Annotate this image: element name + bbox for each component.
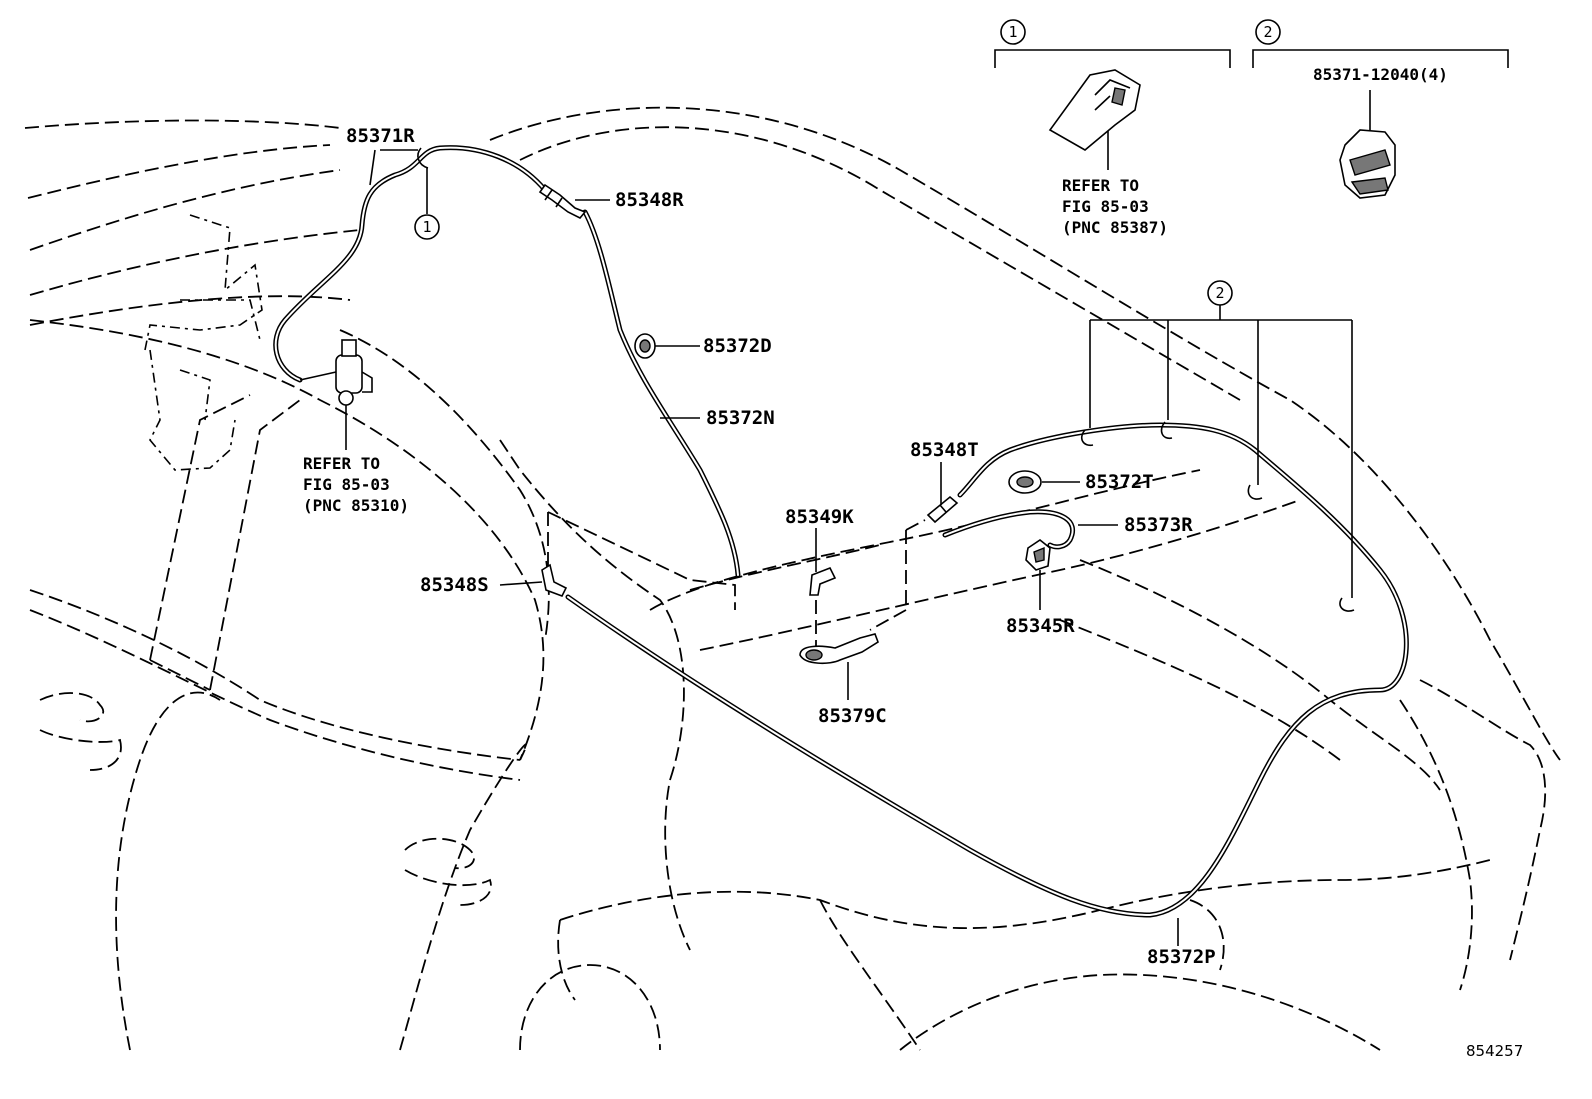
door-handle-front: [39, 692, 122, 771]
svg-text:REFER TO: REFER TO: [1062, 176, 1139, 195]
label-85371R: 85371R: [346, 125, 415, 147]
clamp-1-illustration: [1048, 69, 1141, 151]
grommet-85372T: [1008, 470, 1042, 494]
inset-1-reference-note: REFER TO FIG 85-03 (PNC 85387): [1062, 176, 1168, 237]
svg-text:REFER TO: REFER TO: [303, 454, 380, 473]
inset-1-callout: 1: [1000, 19, 1026, 45]
svg-text:2: 2: [1215, 284, 1224, 302]
washer-tank-outline: [144, 214, 263, 471]
nozzle-85379C: [799, 633, 879, 665]
svg-text:2: 2: [1263, 23, 1272, 41]
callout-1-hose-clamp: 1: [414, 214, 440, 240]
clamp-1-front: [417, 147, 429, 169]
label-85372D: 85372D: [703, 335, 772, 357]
label-85372P: 85372P: [1147, 946, 1216, 968]
vehicle-body-outline: [24, 106, 1561, 1051]
figure-number: 854257: [1466, 1042, 1523, 1060]
elbow-85348S: [541, 563, 568, 598]
door-handle-rear: [404, 837, 492, 906]
washer-pump: [299, 339, 373, 406]
hose-85373R: [942, 509, 1075, 550]
label-85348T: 85348T: [910, 439, 979, 461]
connector-85348T: [926, 495, 959, 524]
callout-2-hose-clamp: 2: [1207, 280, 1233, 306]
svg-text:FIG 85-03: FIG 85-03: [303, 475, 390, 494]
label-85348R: 85348R: [615, 189, 684, 211]
hose-85371R: [273, 145, 548, 383]
elbow-85349K: [809, 566, 837, 596]
inset-2-part-number: 85371-12040(4): [1313, 65, 1448, 84]
hose-85372P: [565, 422, 1409, 918]
label-85349K: 85349K: [785, 506, 854, 528]
nozzle-85345R: [1025, 539, 1051, 571]
connector-85348R: [538, 183, 587, 219]
label-85372T: 85372T: [1085, 471, 1154, 493]
label-85373R: 85373R: [1124, 514, 1193, 536]
svg-text:FIG 85-03: FIG 85-03: [1062, 197, 1149, 216]
grommet-85372D: [634, 333, 656, 359]
label-85348S: 85348S: [420, 574, 489, 596]
clamp-2-rear: [1081, 421, 1355, 612]
clamp-2-illustration: [1339, 129, 1396, 199]
label-85345R: 85345R: [1006, 615, 1075, 637]
leader-lines: [345, 49, 1509, 946]
svg-text:1: 1: [1008, 23, 1017, 41]
label-85379C: 85379C: [818, 705, 887, 727]
label-85372N: 85372N: [706, 407, 775, 429]
hose-85372N: [582, 209, 741, 578]
svg-text:(PNC 85310): (PNC 85310): [303, 496, 409, 515]
svg-text:(PNC 85387): (PNC 85387): [1062, 218, 1168, 237]
pump-reference-note: REFER TO FIG 85-03 (PNC 85310): [303, 454, 409, 515]
inset-2-callout: 2: [1255, 19, 1281, 45]
svg-text:1: 1: [422, 218, 431, 236]
